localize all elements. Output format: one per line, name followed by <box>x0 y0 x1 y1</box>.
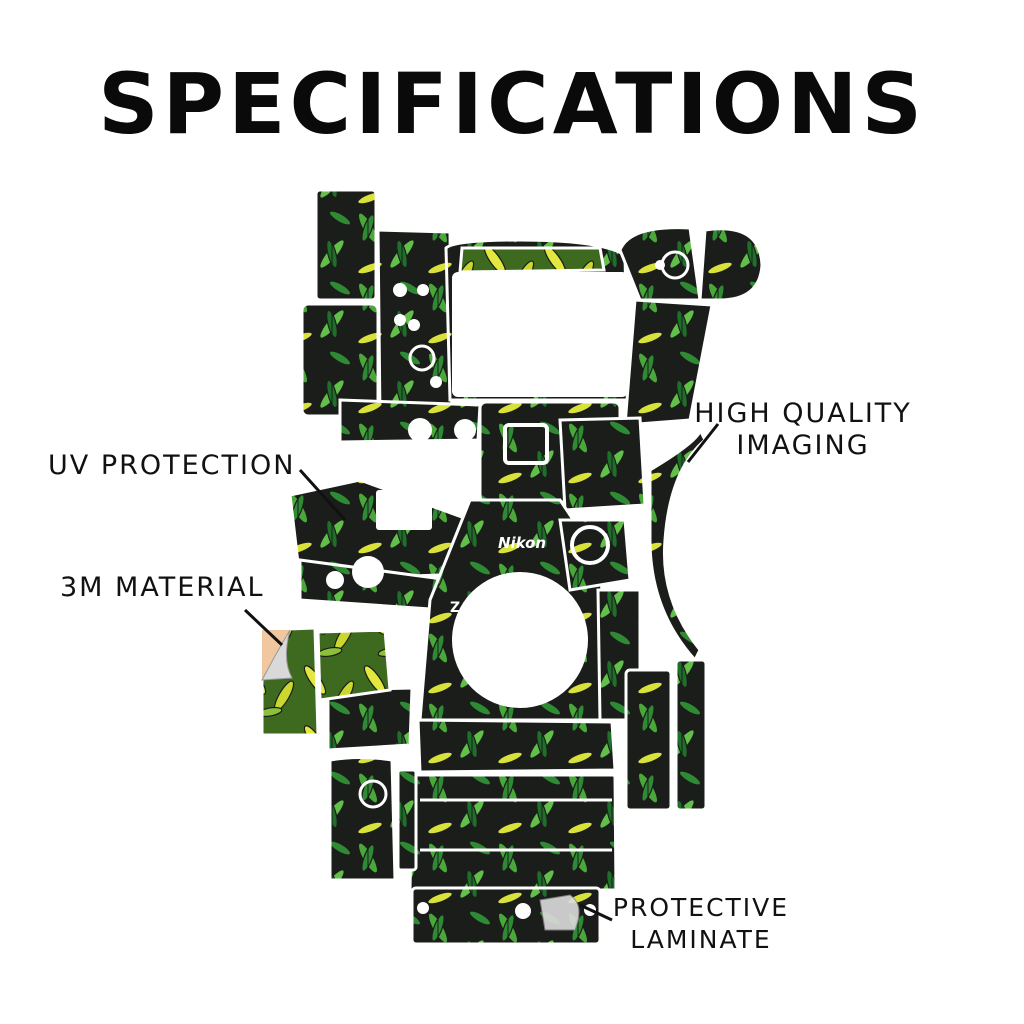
skin-piece <box>674 658 708 812</box>
imaging-label-line1: HIGH QUALITY <box>694 398 912 429</box>
model-mark: Z <box>450 600 460 616</box>
lens-mount-cutout <box>452 572 588 708</box>
protective-laminate-label: PROTECTIVE LAMINATE <box>612 892 790 956</box>
laminate-label-line1: PROTECTIVE <box>612 893 790 922</box>
uv-callout-line <box>298 468 347 522</box>
page-title: SPECIFICATIONS <box>98 55 926 153</box>
skin-piece <box>624 668 673 812</box>
skin-piece <box>416 718 617 774</box>
laminate-label-line2: LAMINATE <box>630 925 772 954</box>
slot-cutout <box>330 610 400 632</box>
skin-piece <box>558 416 647 512</box>
skin-piece <box>408 773 618 892</box>
lcd-cutout <box>452 272 628 397</box>
evf-cutout <box>376 490 432 530</box>
skin-piece <box>338 398 482 444</box>
brand-mark: Nikon <box>498 534 546 552</box>
imaging-label-line2: IMAGING <box>736 430 870 461</box>
laminate-peel-icon <box>539 894 580 931</box>
uv-protection-label: UV PROTECTION <box>48 450 296 481</box>
skin-piece <box>328 756 397 882</box>
skin-piece <box>648 429 707 663</box>
material-callout-line <box>243 608 284 647</box>
skin-piece <box>698 227 764 302</box>
skin-piece <box>396 768 418 872</box>
skin-piece-yellow <box>316 628 392 702</box>
laminate-callout-line <box>579 903 613 922</box>
skin-piece <box>314 188 378 302</box>
callout-lines <box>243 423 720 922</box>
skin-piece-yellow <box>458 246 606 274</box>
high-quality-imaging-label: HIGH QUALITY IMAGING <box>690 398 916 462</box>
cutouts <box>326 250 690 919</box>
skin-piece <box>623 298 714 427</box>
imaging-callout-line <box>686 423 720 463</box>
3m-material-label: 3M MATERIAL <box>60 572 265 603</box>
skin-piece <box>558 518 632 592</box>
